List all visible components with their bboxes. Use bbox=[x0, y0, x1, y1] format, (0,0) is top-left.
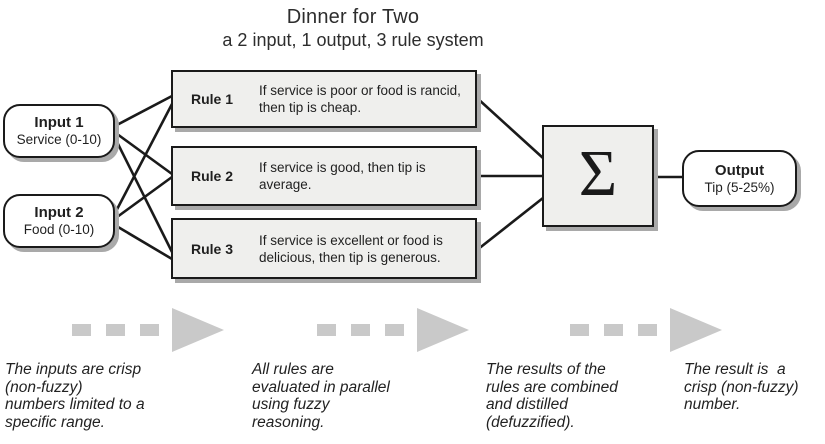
input1-range: Service (0-10) bbox=[16, 132, 102, 147]
flow-arrow-output bbox=[570, 308, 722, 352]
rule2-text: If service is good, then tip is average. bbox=[259, 160, 430, 192]
caption-combine: The results of the rules are combined an… bbox=[486, 361, 618, 431]
connector-input1-rule1 bbox=[112, 94, 173, 129]
connector-input2-rule3 bbox=[112, 222, 173, 261]
input2-node: Input 2 Food (0-10) bbox=[3, 194, 115, 248]
rule3-text: If service is excellent or food is delic… bbox=[259, 232, 443, 265]
connector-input1-rule3 bbox=[111, 133, 174, 253]
diagram-title: Dinner for Two bbox=[286, 6, 420, 28]
aggregation-node: Σ bbox=[542, 125, 654, 227]
connector-rule3-sigma bbox=[476, 196, 544, 252]
diagram-subtitle: a 2 input, 1 output, 3 rule system bbox=[222, 30, 484, 50]
connector-input2-rule1 bbox=[111, 103, 174, 218]
output-range: Tip (5-25%) bbox=[704, 179, 775, 195]
rule1-box: Rule 1 If service is poor or food is ran… bbox=[171, 70, 477, 128]
input1-node: Input 1 Service (0-10) bbox=[3, 104, 115, 158]
input2-name: Input 2 bbox=[34, 204, 84, 221]
connector-rule1-sigma bbox=[476, 97, 544, 159]
rule-sigma-connectors bbox=[476, 97, 544, 252]
dashed-arrow-right-icon bbox=[417, 308, 469, 352]
output-name: Output bbox=[714, 161, 765, 179]
caption-result: The result is a crisp (non-fuzzy) number… bbox=[684, 361, 799, 413]
input-rule-connectors bbox=[111, 94, 174, 261]
input1-name: Input 1 bbox=[34, 114, 84, 131]
connector-input1-rule2 bbox=[112, 129, 173, 176]
caption-rules: All rules are evaluated in parallel usin… bbox=[252, 361, 390, 431]
rule2-box: Rule 2 If service is good, then tip is a… bbox=[171, 146, 477, 206]
dashed-arrow-right-icon bbox=[172, 308, 224, 352]
connector-input2-rule2 bbox=[112, 175, 173, 222]
rule1-text: If service is poor or food is rancid, th… bbox=[259, 83, 461, 115]
input2-range: Food (0-10) bbox=[23, 222, 95, 237]
rule1-label: Rule 1 bbox=[191, 91, 234, 107]
rule3-box: Rule 3 If service is excellent or food i… bbox=[171, 218, 477, 279]
dashed-arrow-right-icon bbox=[670, 308, 722, 352]
diagram-header: Dinner for Two a 2 input, 1 output, 3 ru… bbox=[103, 5, 603, 51]
flow-arrow-rules bbox=[317, 308, 469, 352]
sigma-summation-icon: Σ bbox=[578, 137, 618, 210]
flow-arrow-inputs bbox=[72, 308, 224, 352]
caption-inputs: The inputs are crisp (non-fuzzy) numbers… bbox=[5, 361, 145, 431]
rule2-label: Rule 2 bbox=[191, 168, 234, 184]
rule3-label: Rule 3 bbox=[191, 240, 234, 257]
output-node: Output Tip (5-25%) bbox=[682, 150, 797, 207]
